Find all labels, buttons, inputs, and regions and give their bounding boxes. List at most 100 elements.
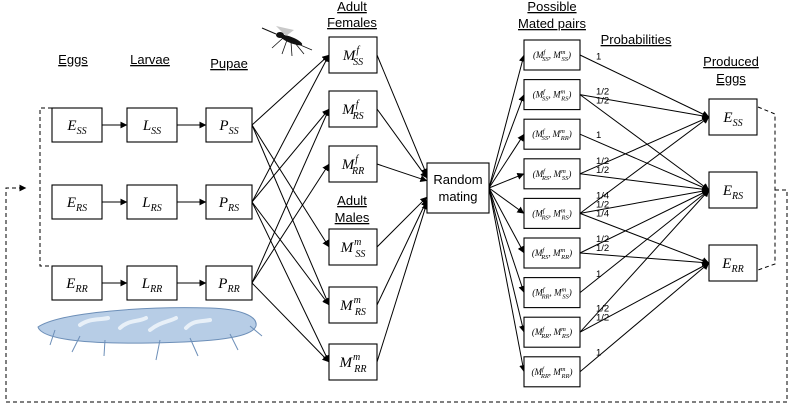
edge-female-mating (376, 54, 428, 176)
pupae-ss-label: PSS (218, 118, 238, 137)
pupae-rr-box (205, 265, 253, 301)
probability-label: 1 (596, 130, 601, 141)
edge-pupa-female (251, 163, 330, 284)
edge-pair-produced (579, 133, 710, 191)
eggs-node-rs: ERS (51, 184, 103, 220)
edge-pupa-female (251, 54, 330, 126)
pupae-rs-box (205, 184, 253, 220)
mated-pair-box (523, 158, 581, 190)
header-adult-females-1: Adult (337, 0, 367, 14)
edge-male-mating (376, 199, 428, 306)
edge-pupa-female (251, 108, 330, 203)
header-produced-eggs-1: Produced (703, 54, 759, 69)
produced-rr-label: ERR (721, 256, 743, 275)
larvae-node-rs: LRS (126, 184, 178, 220)
edges-layer: 11/21/211/21/21/41/21/41/21/211/21/21 (102, 52, 710, 373)
eggs-node-rr: ERR (51, 265, 103, 301)
return-loop-arrow (5, 184, 788, 403)
probability-label: 1/2 (596, 165, 609, 176)
edge-mating-pair (488, 173, 525, 189)
mated-pair-box (523, 79, 581, 111)
edge-pair-produced (579, 116, 710, 175)
edge-pair-produced (579, 252, 710, 266)
produced-node-rr: ERR (708, 244, 758, 282)
edge-mating-pair (488, 133, 525, 189)
eggs-ss-label: ESS (66, 118, 86, 137)
larvae-rr-label: LRR (141, 276, 163, 295)
edge-pair-produced (579, 189, 710, 293)
edge-mating-pair (488, 187, 526, 293)
pupae-rs-label: PRS (218, 195, 239, 214)
edge-pupa-female (251, 54, 330, 203)
edge-pair-produced (579, 187, 710, 214)
header-probabilities: Probabilities (601, 32, 672, 47)
eggs-rr-box (51, 265, 103, 301)
edge-pair-produced (579, 94, 710, 191)
males-rr-box (328, 343, 378, 381)
edge-pair-produced (579, 54, 710, 118)
larvae-node-rr: LRR (126, 265, 178, 301)
produced-eggs-bracket (757, 106, 776, 271)
eggs-node-ss: ESS (51, 107, 103, 143)
females-rs-box (328, 90, 378, 128)
produced-node-ss: ESS (708, 98, 758, 136)
edge-pair-produced (579, 262, 710, 373)
pupae-node-rr: PRR (205, 265, 253, 301)
header-produced-eggs-2: Eggs (716, 71, 746, 86)
edge-pair-produced (579, 116, 710, 214)
mated-pair-box (523, 316, 581, 348)
random-mating-line2: mating (438, 189, 477, 204)
probability-label: 1 (596, 269, 601, 280)
edge-mating-pair (488, 54, 526, 189)
edge-pair-produced (579, 173, 710, 193)
larvae-water-icon (37, 307, 263, 361)
probability-label: 1/2 (596, 243, 609, 254)
larvae-rs-label: LRS (141, 195, 161, 214)
edge-pupa-male (251, 282, 330, 363)
produced-rs-label: ERS (722, 183, 743, 202)
probability-label: 1/2 (596, 156, 609, 167)
probability-label: 1 (596, 52, 601, 63)
males-ss-box (328, 228, 378, 266)
edge-pupa-male (251, 124, 330, 248)
eggs-rs-box (51, 184, 103, 220)
edge-pair-produced (579, 189, 710, 254)
header-eggs: Eggs (58, 52, 88, 67)
edge-pair-produced (579, 94, 710, 120)
probability-label: 1/2 (596, 95, 609, 106)
eggs-ss-box (51, 107, 103, 143)
produced-rr-box (708, 244, 758, 282)
larvae-ss-label: LSS (142, 118, 161, 137)
eggs-rr-label: ERR (65, 276, 87, 295)
pupae-rr-label: PRR (217, 276, 239, 295)
females-rr-box (328, 145, 378, 183)
header-mated-pairs-1: Possible (527, 0, 576, 14)
produced-rs-box (708, 171, 758, 209)
probability-label: 1/4 (596, 209, 609, 220)
produced-ss-box (708, 98, 758, 136)
